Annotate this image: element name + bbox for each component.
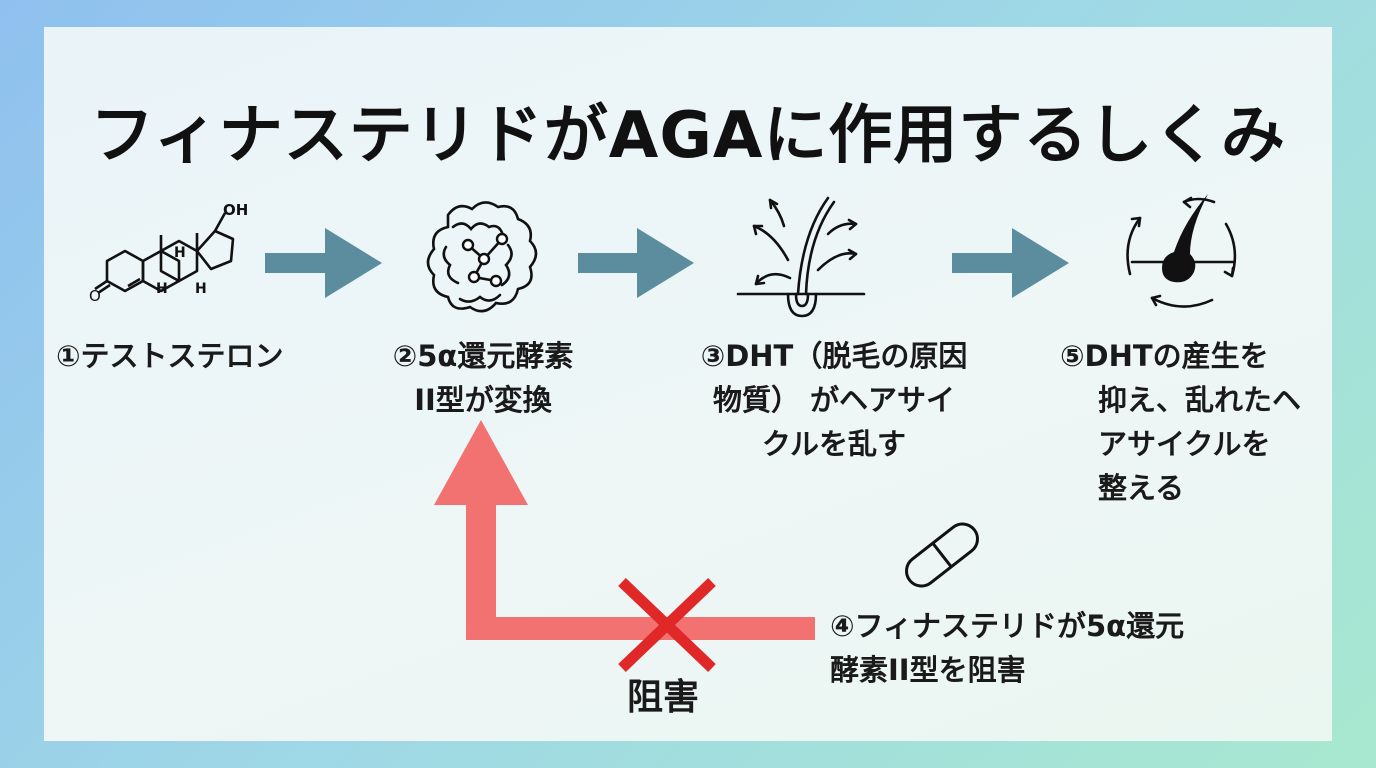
step-5-label: ⑤DHTの産生を 抑え、乱れたヘ アサイクルを 整える (1060, 334, 1301, 510)
step-5-line-1: ⑤DHTの産生を (1060, 339, 1269, 373)
step-2-line-2: II型が変換 (414, 383, 552, 417)
step-4-line-2: 酵素II型を阻害 (830, 653, 1026, 687)
capsule-pill-icon (905, 522, 979, 588)
step-3-line-3: クルを乱す (761, 427, 907, 461)
step-2-label: ②5α還元酵素 II型が変換 (362, 334, 604, 422)
molecule-h-label-3: H (195, 281, 207, 297)
inhibition-arrow (434, 420, 815, 640)
molecule-oh-label: OH (223, 201, 248, 219)
step-1-label: ①テストステロン (56, 334, 284, 378)
flow-arrow-3 (952, 228, 1069, 298)
molecule-o-label: O (89, 287, 101, 305)
step-4-line-1: ④フィナステリドが5α還元 (830, 609, 1185, 643)
testosterone-molecule-icon: O OH H H H (89, 201, 248, 305)
step-3-line-1: ③DHT（脱毛の原因 (700, 339, 968, 373)
step-1-line-1: ①テストステロン (56, 339, 284, 373)
hair-follicle-disrupted-icon (736, 196, 866, 318)
step-5-line-3: アサイクルを (1098, 427, 1271, 461)
step-4-label: ④フィナステリドが5α還元 酵素II型を阻害 (830, 604, 1184, 692)
flow-arrow-1 (265, 228, 382, 298)
block-x-icon (618, 578, 716, 672)
flow-arrow-2 (578, 228, 694, 298)
step-3-label: ③DHT（脱毛の原因 物質） がヘアサイ クルを乱す (670, 334, 998, 466)
hair-cycle-restored-icon (1126, 194, 1237, 308)
step-5-line-4: 整える (1098, 471, 1185, 505)
step-2-line-1: ②5α還元酵素 (392, 339, 574, 373)
enzyme-protein-icon (426, 201, 538, 313)
block-label: 阻害 (627, 677, 700, 718)
molecule-h-label-2: H (156, 281, 168, 297)
molecule-h-label-1: H (174, 245, 186, 261)
step-3-line-2: 物質） がヘアサイ (712, 383, 956, 417)
page-title: フィナステリドがAGAに作用するしくみ (90, 99, 1286, 173)
step-5-line-2: 抑え、乱れたヘ (1098, 383, 1302, 417)
